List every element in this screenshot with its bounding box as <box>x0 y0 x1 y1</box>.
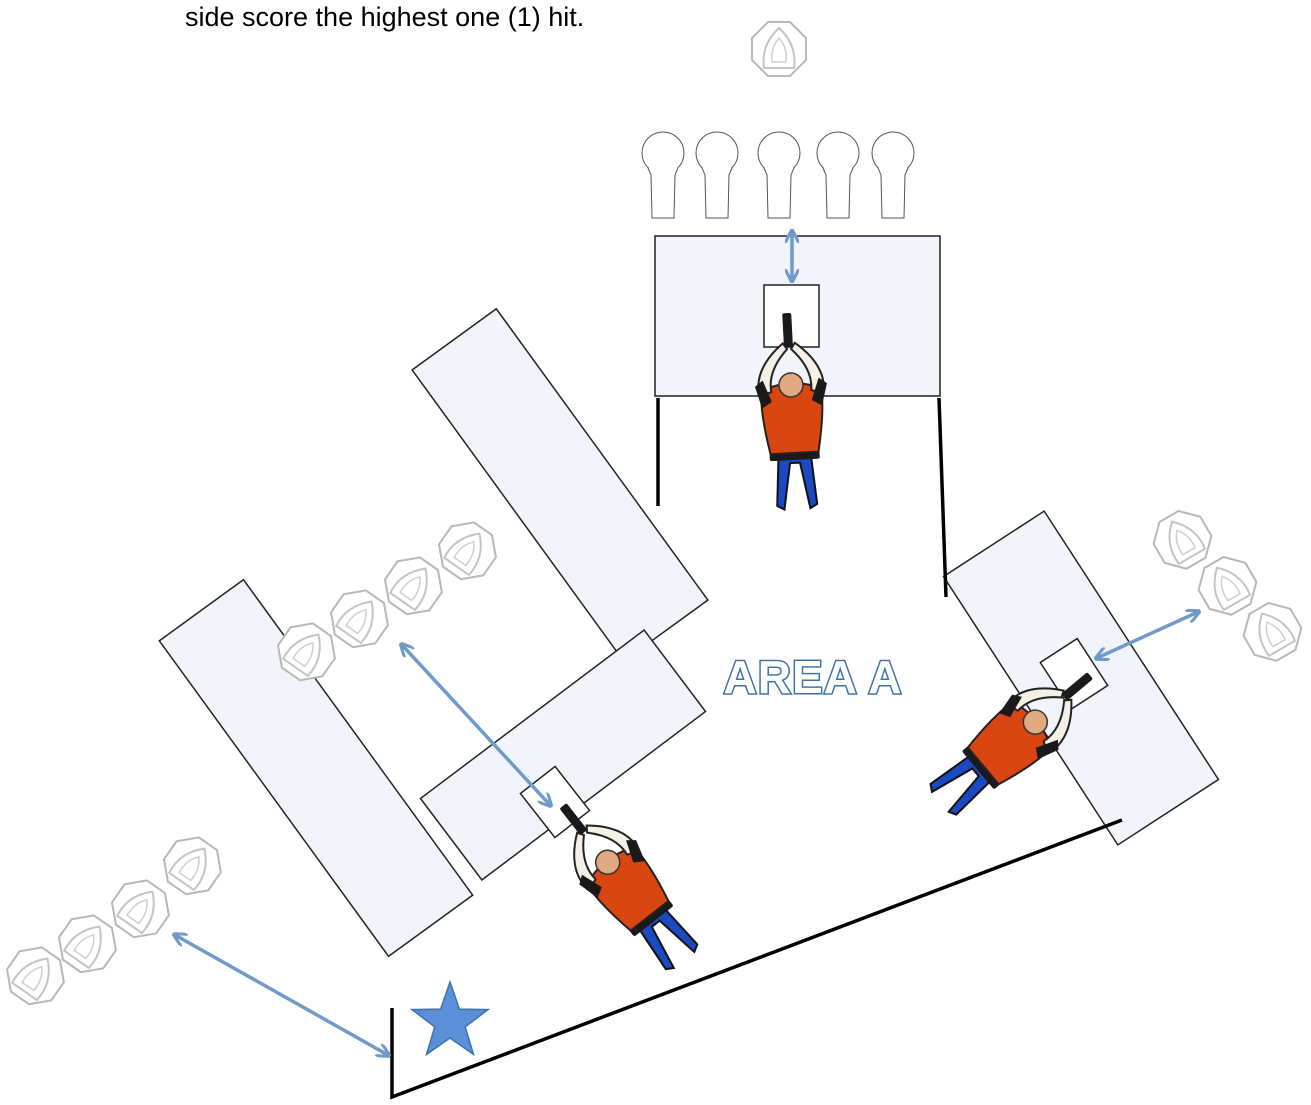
popper-steel-target-icon <box>872 132 914 218</box>
octagonal-paper-target-icon <box>430 513 505 588</box>
popper-steel-target-icon <box>696 132 738 218</box>
wall-barricades <box>159 236 1218 956</box>
popper-targets <box>642 132 914 218</box>
octagonal-paper-target-icon <box>376 548 451 623</box>
area-label: AREA A <box>724 651 903 703</box>
arrow-left-lower <box>175 935 388 1055</box>
popper-steel-target-icon <box>817 132 859 218</box>
fault-line-top-right <box>939 398 946 597</box>
popper-steel-target-icon <box>642 132 684 218</box>
star-icon <box>412 982 488 1054</box>
wall-mid-left <box>420 630 705 880</box>
octagonal-paper-target-icon <box>752 22 806 76</box>
popper-steel-target-icon <box>758 132 800 218</box>
octagonal-paper-target-icon <box>155 828 230 903</box>
